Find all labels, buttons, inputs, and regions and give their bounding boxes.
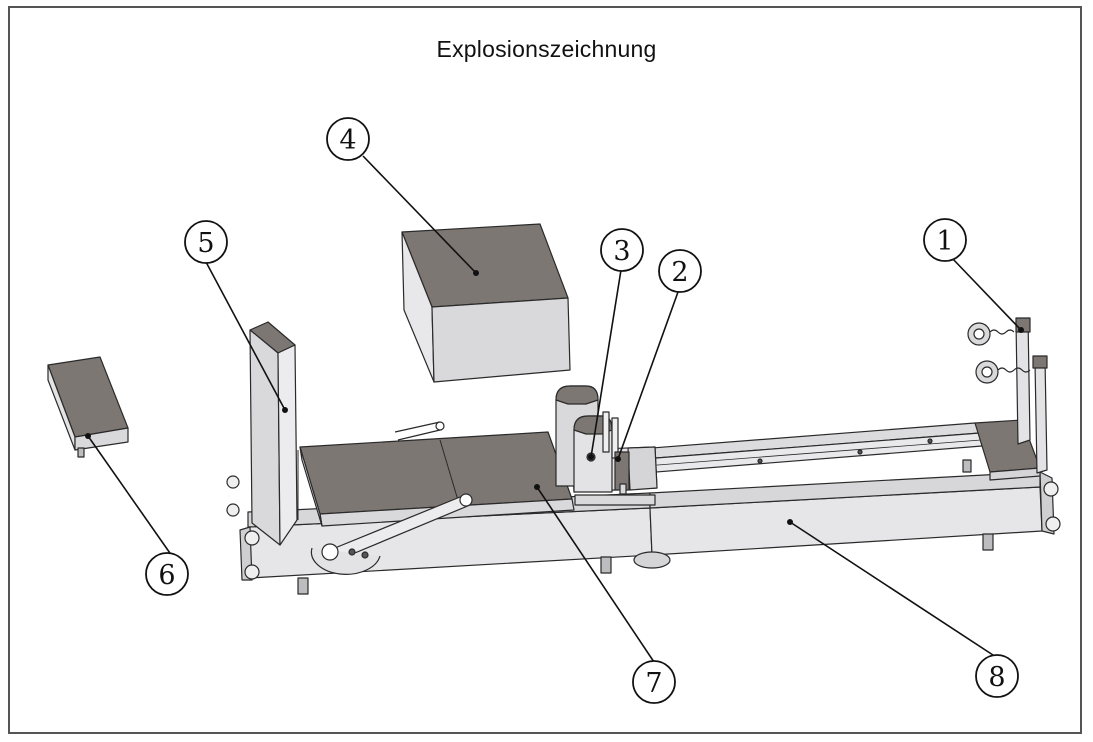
callout-3: 3 <box>600 228 644 272</box>
svg-text:8: 8 <box>988 662 1005 693</box>
svg-text:4: 4 <box>339 125 356 156</box>
callout-5: 5 <box>184 220 228 264</box>
callout-6: 6 <box>145 552 189 596</box>
leader-dots <box>85 270 1024 525</box>
svg-text:2: 2 <box>671 257 688 288</box>
svg-text:7: 7 <box>645 668 662 699</box>
svg-text:6: 6 <box>158 560 175 591</box>
callout-4: 4 <box>326 117 370 161</box>
callout-7: 7 <box>632 660 676 704</box>
spring-bar-assembly <box>967 317 1048 474</box>
diagram-title: Explosionszeichnung <box>436 36 657 62</box>
callout-8: 8 <box>975 654 1019 698</box>
svg-text:3: 3 <box>613 236 630 267</box>
carriage <box>299 431 658 527</box>
leader-lines <box>87 155 1022 663</box>
svg-text:5: 5 <box>197 228 214 259</box>
callout-1: 1 <box>923 218 967 262</box>
callout-2: 2 <box>658 249 702 293</box>
headboard-tower <box>249 321 299 546</box>
gear-arm <box>310 421 473 575</box>
jump-board <box>47 356 129 458</box>
sitting-box <box>401 223 571 383</box>
svg-text:1: 1 <box>936 226 953 257</box>
